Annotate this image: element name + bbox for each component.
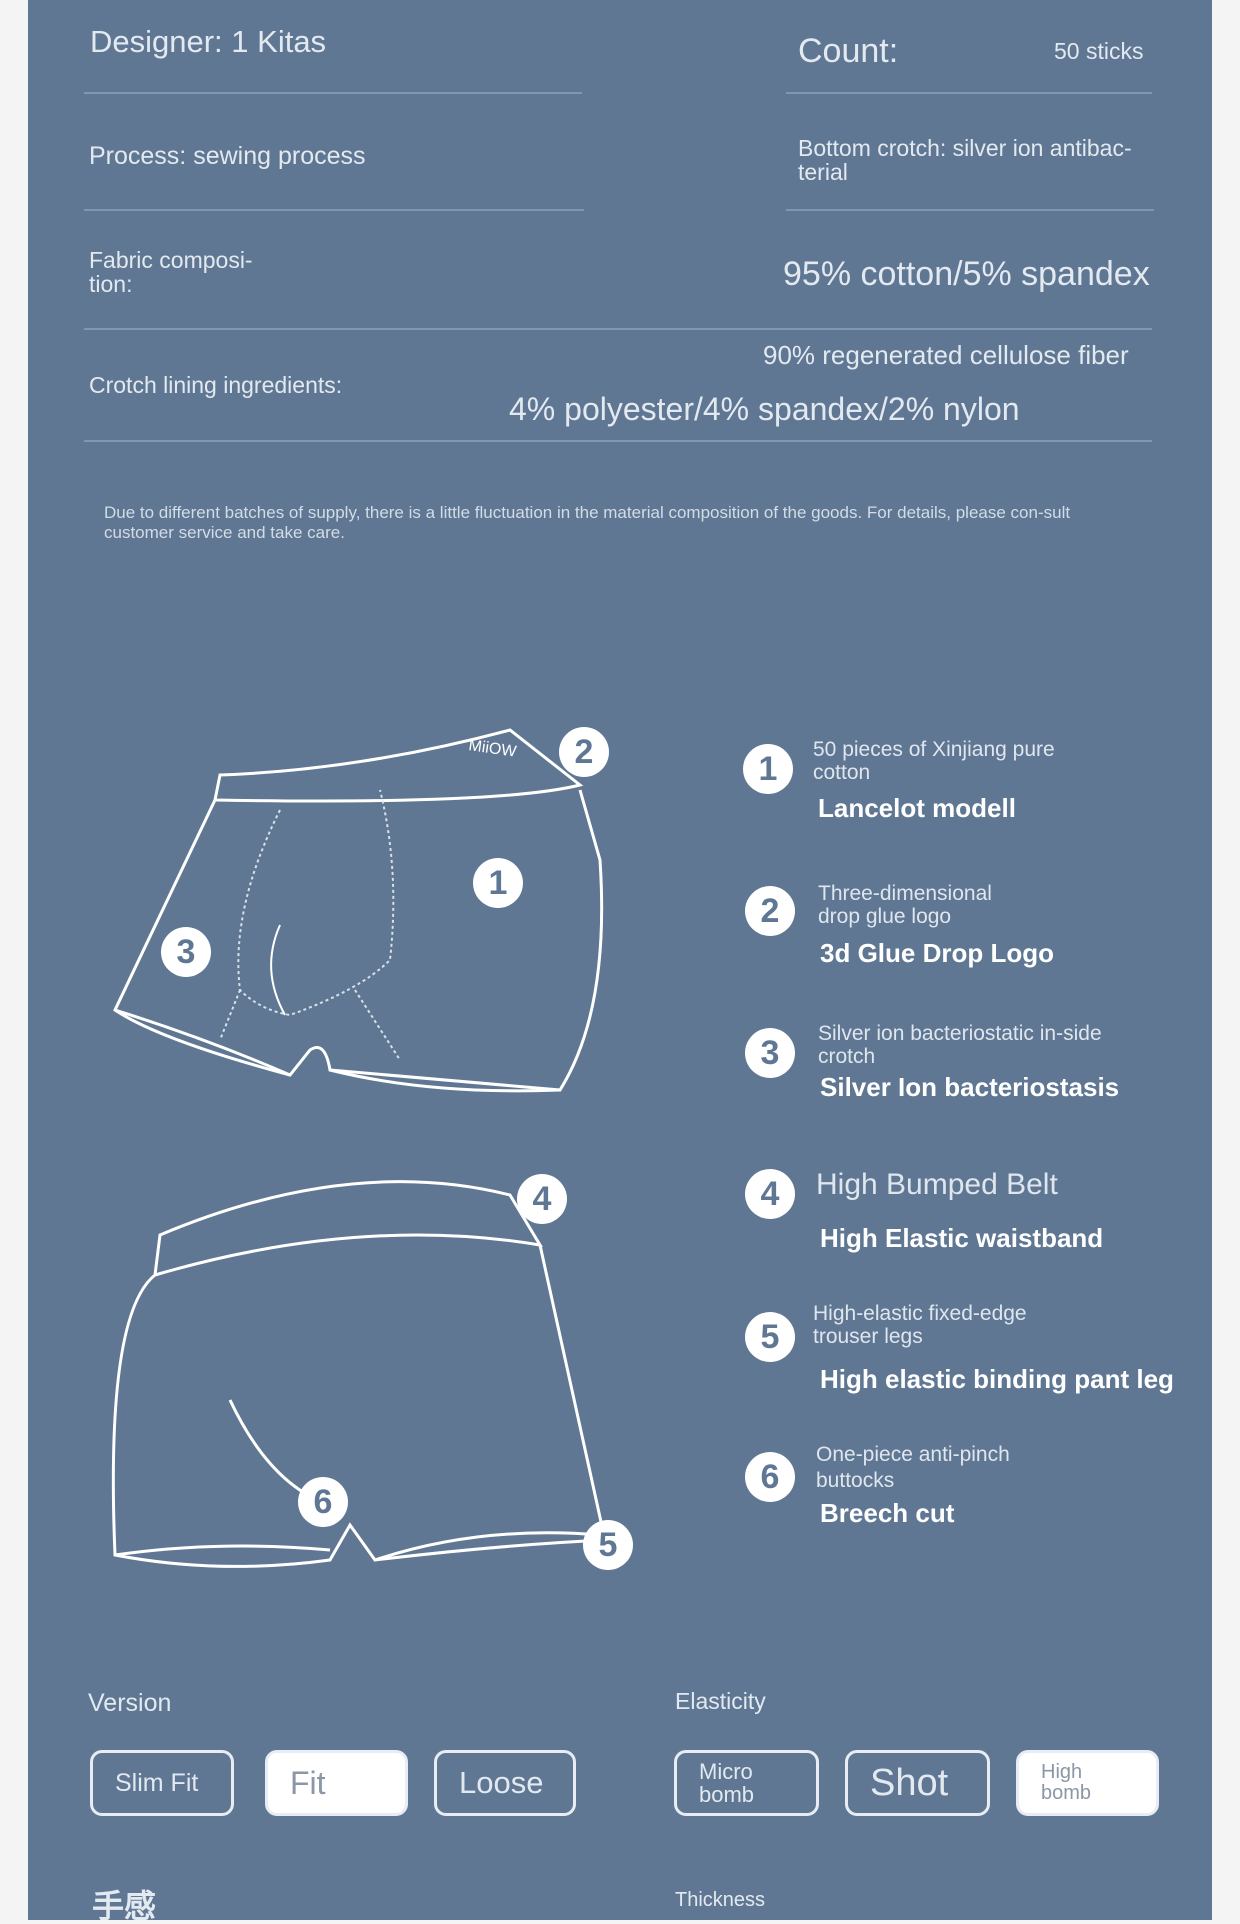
marker-4: 4	[517, 1174, 567, 1224]
underwear-front-diagram: MiiOW	[113, 728, 604, 1093]
count-value: 50 sticks	[1054, 38, 1144, 64]
feature-sub: High Bumped Belt	[816, 1168, 1058, 1201]
crotch-label: Crotch lining ingredients:	[89, 372, 343, 398]
underwear-back-diagram	[111, 1180, 607, 1568]
fabric-value: 95% cotton/5% spandex	[783, 255, 1150, 293]
supply-note: Due to different batches of supply, ther…	[104, 503, 1071, 543]
feature-number: 3	[745, 1028, 795, 1078]
elasticity-label: Elasticity	[675, 1688, 766, 1714]
version-label: Version	[88, 1689, 172, 1717]
divider	[84, 328, 1152, 330]
feature-sub: High-elastic fixed-edge trouser legs	[813, 1302, 1027, 1349]
marker-5: 5	[583, 1520, 633, 1570]
feature-main: Breech cut	[820, 1498, 955, 1528]
version-fit[interactable]: Fit	[265, 1750, 408, 1816]
thickness-label: Thickness	[675, 1889, 766, 1911]
feature-sub: Three-dimensional drop glue logo	[818, 882, 992, 929]
divider	[84, 440, 1152, 442]
designer: Designer: 1 Kitas	[90, 24, 327, 59]
feature-number: 1	[743, 744, 793, 794]
crotch-value-1: 90% regenerated cellulose fiber	[763, 340, 1129, 370]
marker-3: 3	[161, 927, 211, 977]
elasticity-micro-bomb[interactable]: Micro bomb	[674, 1750, 819, 1816]
feature-main: High Elastic waistband	[820, 1223, 1104, 1253]
elasticity-shot[interactable]: Shot	[845, 1750, 990, 1816]
feature-main: 3d Glue Drop Logo	[820, 938, 1054, 968]
feature-number: 6	[745, 1452, 795, 1502]
version-slim-fit[interactable]: Slim Fit	[90, 1750, 234, 1816]
elasticity-high-bomb[interactable]: High bomb	[1016, 1750, 1159, 1816]
marker-6: 6	[298, 1477, 348, 1527]
divider	[84, 92, 582, 94]
divider	[84, 209, 584, 211]
crotch-value-2: 4% polyester/4% spandex/2% nylon	[509, 391, 1020, 427]
spec-panel	[28, 0, 1212, 1920]
divider	[786, 209, 1154, 211]
marker-1: 1	[473, 858, 523, 908]
feel-label: 手感	[92, 1888, 157, 1924]
divider	[786, 92, 1152, 94]
feature-sub: One-piece anti-pinch buttocks	[816, 1443, 1010, 1493]
feature-number: 2	[745, 886, 795, 936]
process: Process: sewing process	[89, 142, 366, 170]
feature-sub: 50 pieces of Xinjiang pure cotton	[813, 738, 1055, 785]
marker-2: 2	[559, 727, 609, 777]
feature-number: 5	[745, 1312, 795, 1362]
feature-main: Silver Ion bacteriostasis	[820, 1072, 1120, 1102]
feature-main: High elastic binding pant leg	[820, 1364, 1174, 1394]
feature-main: Lancelot modell	[818, 793, 1016, 823]
feature-sub: Silver ion bacteriostatic in-side crotch	[818, 1022, 1102, 1069]
bottom-crotch: Bottom crotch: silver ion antibac-terial	[798, 135, 1132, 186]
version-loose[interactable]: Loose	[434, 1750, 576, 1816]
fabric-label: Fabric composi-tion:	[89, 247, 253, 298]
count-label: Count:	[798, 32, 899, 70]
brand-logo: MiiOW	[467, 737, 518, 761]
feature-number: 4	[745, 1169, 795, 1219]
